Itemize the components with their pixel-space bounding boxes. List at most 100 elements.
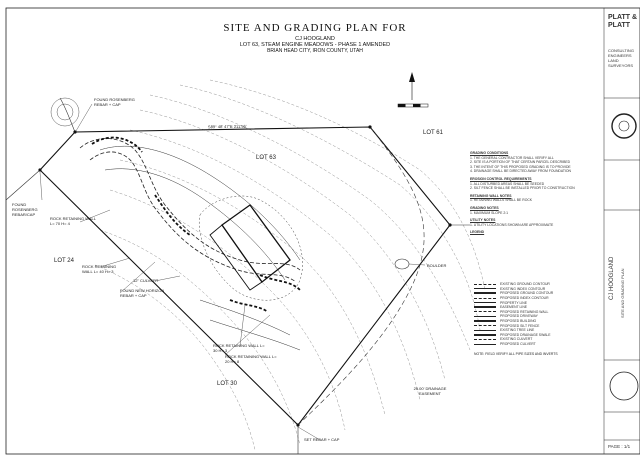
legend-swatch	[474, 292, 496, 295]
culvert-label: 12" CULVERT	[133, 278, 159, 283]
legend-label: EASEMENT LINE	[500, 305, 528, 310]
legend-item: PROPOSED DRIVEWAY	[474, 314, 594, 319]
found-rebar-label-2: FOUND ROSENBERG REBAR/CAP	[12, 202, 38, 217]
legend-swatch	[474, 302, 496, 304]
legend-label: EXISTING CULVERT	[500, 337, 533, 342]
retaining-walls	[91, 136, 301, 313]
survey-pins	[38, 125, 452, 427]
notes-heading-grading-2: GRADING NOTES	[470, 205, 499, 210]
engineer-seal	[609, 371, 639, 401]
legend-label: EXISTING TREE LINE	[500, 328, 535, 333]
legend-item: PROPOSED DRAINAGE SWALE	[474, 333, 594, 338]
legend-label: PROPOSED RETAINING WALL	[500, 309, 549, 314]
drainage-easement-label: 20.00' DRAINAGE EASEMENT	[413, 386, 447, 396]
proposed-contours	[99, 145, 301, 351]
proposed-driveway-edge	[89, 151, 297, 283]
legend-label: PROPOSED CULVERT	[500, 342, 536, 347]
scale-bar	[397, 103, 429, 108]
notes-heading-utility: UTILITY NOTES	[470, 218, 496, 223]
legend-swatch	[474, 333, 496, 336]
general-notes: GRADING CONDITIONS 1. THE GENERAL CONTRA…	[470, 148, 602, 235]
title-block-lines	[603, 8, 640, 454]
boulder-label: BOULDER	[427, 263, 447, 268]
proposed-driveway	[79, 138, 301, 271]
legend-label: PROPOSED DRIVEWAY	[500, 314, 538, 319]
north-arrow	[409, 72, 415, 100]
silt-fence	[198, 195, 303, 301]
legend-label: PROPOSED BUILDING	[500, 319, 537, 324]
lot-30-label: LOT 30	[217, 381, 237, 387]
legend-label: PROPOSED GROUND CONTOUR	[500, 291, 554, 296]
sheet-border	[5, 7, 640, 455]
lot-24-label: LOT 24	[54, 258, 74, 264]
tree-symbol	[50, 97, 80, 127]
leader-lines	[39, 103, 426, 441]
title-block-north-circle	[611, 113, 637, 139]
footnote: NOTE: FIELD VERIFY ALL PIPE SIZES AND IN…	[474, 352, 558, 356]
plan-title: SITE AND GRADING PLAN FOR	[223, 22, 407, 34]
legend-swatch	[474, 338, 496, 340]
legend-label: PROPOSED INDEX CONTOUR	[500, 296, 549, 301]
notes-heading-legend: LEGEND	[470, 230, 485, 235]
note-line: 4. DRAINAGE SHALL BE DIRECTED AWAY FROM …	[470, 169, 571, 174]
rock-wall-label-3: ROCK RETAINING WALL L= 30 H= 3	[213, 343, 265, 353]
legend-label: PROPOSED DRAINAGE SWALE	[500, 332, 551, 337]
adjacent-lot-lines	[5, 97, 470, 454]
found-new-horizon-label: FOUND NEW HORIZON REBAR + CAP	[120, 288, 165, 298]
set-rebar-label: SET REBAR + CAP	[304, 437, 340, 442]
legend-item: PROPOSED SILT FENCE	[474, 323, 594, 328]
title-block-project: SITE AND GRADING PLAN	[620, 268, 625, 318]
plan-header: SITE AND GRADING PLAN FOR CJ HOOGLAND LO…	[170, 22, 460, 54]
note-line: 2. SITE IS A PORTION OF THAT CERTAIN PAR…	[470, 160, 571, 165]
legend-label: EXISTING GROUND CONTOUR	[500, 282, 550, 287]
plan-owner: CJ HOOGLAND	[295, 36, 335, 42]
bearing-label: S89° 48' 47"E 211.56'	[207, 123, 247, 130]
legend-label: PROPOSED SILT FENCE	[500, 323, 540, 328]
note-line: 1. ALL DISTURBED AREAS SHALL BE SEEDED	[470, 181, 545, 186]
notes-heading-erosion: EROSION CONTROL REQUIREMENTS	[470, 176, 532, 181]
legend-swatch	[474, 283, 496, 285]
legend-item: EXISTING GROUND CONTOUR	[474, 282, 594, 287]
rock-wall-label-1: ROCK RETAINING WALL L= 70 H= 4	[50, 216, 96, 226]
legend-item: PROPOSED INDEX CONTOUR	[474, 296, 594, 301]
legend-swatch	[474, 325, 496, 327]
boulder-symbol	[394, 258, 410, 270]
property-line	[39, 126, 451, 426]
plan-lot: LOT 63, STEAM ENGINE MEADOWS - PHASE 1 A…	[239, 42, 391, 48]
note-line: 2. SILT FENCE SHALL BE INSTALLED PRIOR T…	[470, 186, 575, 191]
legend-swatch	[474, 320, 496, 323]
firm-name: PLATT & PLATT	[608, 14, 638, 29]
legend-swatch	[474, 288, 496, 290]
note-line: 1. MAXIMUM SLOPE 2:1	[470, 210, 509, 215]
legend-item: EXISTING CULVERT	[474, 337, 594, 342]
legend-swatch	[474, 306, 496, 309]
lot-63-label: LOT 63	[256, 155, 276, 161]
lot-61-label: LOT 61	[423, 130, 443, 136]
legend-item: EXISTING INDEX CONTOUR	[474, 287, 594, 292]
note-line: 1. UTILITY LOCATIONS SHOWN ARE APPROXIMA…	[470, 222, 554, 227]
legend-item: PROPOSED RETAINING WALL	[474, 310, 594, 315]
note-line: 3. THE INTENT OF THIS PROPOSED GRADING I…	[470, 164, 571, 169]
proposed-building	[221, 204, 291, 283]
rock-wall-label-4: ROCK RETAINING WALL L= 20 H= 8	[225, 354, 277, 364]
found-rebar-label: FOUND ROSENBERG REBAR + CAP	[94, 97, 135, 107]
rock-wall-label-2: ROCK RETAINING WALL L= 40 H= 3	[82, 264, 117, 274]
legend-item: PROPOSED CULVERT	[474, 342, 594, 347]
legend-swatch	[474, 315, 496, 317]
drainage-easement-line	[297, 126, 425, 426]
note-line: 1. RETAINING WALLS SHALL BE ROCK	[470, 198, 533, 203]
legend-swatch	[474, 311, 496, 313]
notes-heading-walls: RETAINING WALL NOTES	[470, 193, 512, 198]
note-line: 1. THE GENERAL CONTRACTOR SHALL VERIFY A…	[470, 155, 554, 160]
firm-subtitle: CONSULTING ENGINEERS LAND SURVEYORS	[608, 48, 634, 68]
proposed-deck	[209, 224, 263, 291]
legend-item: PROPERTY LINE	[474, 300, 594, 305]
legend-item: PROPOSED BUILDING	[474, 319, 594, 324]
legend-label: PROPERTY LINE	[500, 300, 528, 305]
legend-item: PROPOSED GROUND CONTOUR	[474, 291, 594, 296]
legend-swatch	[474, 343, 496, 345]
notes-heading-grading: GRADING CONDITIONS	[470, 151, 509, 155]
